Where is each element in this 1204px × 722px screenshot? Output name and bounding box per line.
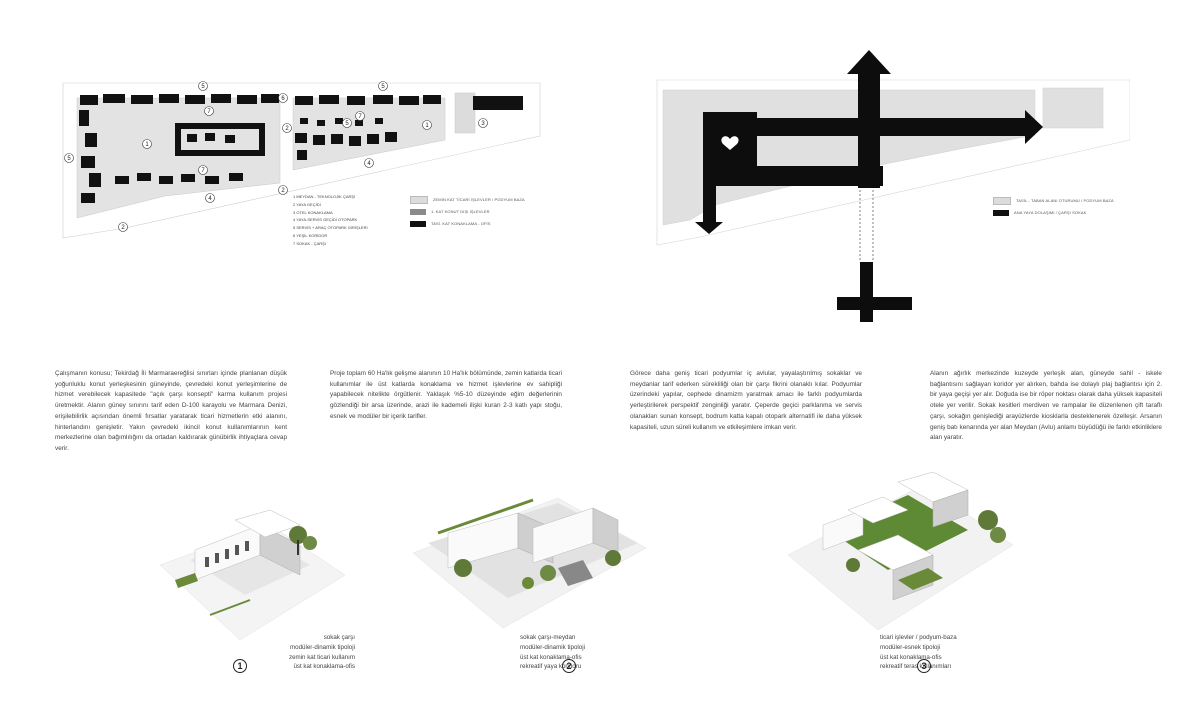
marker-label: 5: [201, 84, 205, 90]
render-3-drawing: [787, 471, 1014, 631]
caption-1: sokak çarşı modüler-dinamik tipoloji zem…: [235, 633, 355, 672]
site-plan: 5 5 5 6 5 1 7 7 7 1 3 4 4 2 2 2: [55, 78, 545, 248]
key-item: 2 YAYA GEÇİDİ: [293, 201, 321, 207]
caption-line: rekreatif yaya koridoru: [520, 663, 582, 671]
caption-line: zemin kat ticari kullanım: [288, 653, 355, 661]
caption-3: ticari işlevler / podyum-baza modüler-es…: [880, 633, 1020, 672]
heart-icon: [721, 136, 739, 150]
legend-label: ZEMİN KAT TİCARİ İŞLEVLER / PODYUM BAZA: [433, 197, 525, 202]
legend-label: TASİ. KAT KONAKLAMA - OFİS: [431, 221, 491, 226]
caption-2: sokak çarşı-meydan modüler-dinamik tipol…: [520, 633, 660, 672]
marker-label: 6: [281, 96, 285, 102]
site-boundary: [656, 79, 1130, 246]
paragraph-1: Çalışmanın konusu; Tekirdağ İli Marmarae…: [55, 370, 287, 452]
legend-swatch: [410, 220, 426, 227]
key-item: 6 YEŞİL KORİDOR: [293, 232, 328, 238]
render-number-2: 2: [562, 659, 576, 673]
paragraph-3: Görece daha geniş ticari podyumlar iç av…: [630, 370, 862, 431]
render-number-3: 3: [917, 659, 931, 673]
concept-legend: TASİL - TABAN ALANI OTURUMU / PODYUM BAZ…: [993, 196, 1153, 221]
concept-drawing: [656, 50, 1130, 322]
render-3: [768, 470, 1018, 635]
marker-label: 7: [201, 168, 205, 174]
paragraph-4: Alanın ağırlık merkezinde kuzeyde yerleş…: [930, 370, 1162, 442]
marker-label: 1: [145, 142, 149, 148]
marker-label: 1: [425, 123, 429, 129]
key-item: 3 OTEL KONAKLAMA: [293, 209, 333, 215]
site-boundary: [62, 82, 541, 239]
paragraph-2: Proje toplam 60 Ha'lık gelişme alanının …: [330, 370, 562, 420]
legend-swatch: [993, 209, 1009, 216]
caption-line: rekreatif teras kullanımları: [880, 663, 952, 671]
circulation-arrows: [695, 50, 1043, 322]
marker-label: 5: [381, 84, 385, 90]
legend-label: TASİL - TABAN ALANI OTURUMU / PODYUM BAZ…: [1016, 198, 1114, 203]
site-plan-key: 1 MEYDAN - TEKNOLOJİK ÇARŞI 2 YAYA GEÇİD…: [293, 193, 403, 248]
marker-label: 2: [121, 225, 125, 231]
caption-line: sokak çarşı-meydan: [520, 634, 576, 641]
caption-line: üst kat konaklama-ofis: [520, 653, 582, 661]
render-1-drawing: [159, 509, 346, 641]
building-blocks: [79, 94, 523, 203]
caption-line: sokak çarşı: [323, 634, 355, 641]
legend-swatch: [993, 196, 1011, 205]
podium-hotel: [454, 92, 476, 134]
marker-label: 4: [208, 196, 212, 202]
legend-row: ANA YAYA DOLAŞIMI / ÇARŞI SOKAK: [993, 209, 1153, 216]
marker-label: 5: [67, 156, 71, 162]
render-2-drawing: [412, 497, 647, 629]
marker-label: 4: [367, 161, 371, 167]
podium-hotel: [1042, 87, 1104, 129]
marker-label: 2: [285, 126, 289, 132]
caption-line: modüler-esnek tipoloji: [880, 643, 941, 651]
legend-row: 1. KAT KONUT DIŞI İŞLEVLER: [410, 208, 570, 215]
marker-label: 5: [345, 121, 349, 127]
render-number-1: 1: [233, 659, 247, 673]
render-1: [150, 495, 350, 645]
legend-swatch: [410, 208, 426, 215]
marker-label: 7: [207, 109, 211, 115]
site-plan-legend: ZEMİN KAT TİCARİ İŞLEVLER / PODYUM BAZA …: [410, 195, 570, 232]
marker-label: 2: [281, 188, 285, 194]
key-item: 4 YAYA-SERVİS GEÇİDİ OTOPARK: [293, 217, 358, 223]
caption-line: modüler-dinamik tipoloji: [290, 643, 355, 651]
legend-label: ANA YAYA DOLAŞIMI / ÇARŞI SOKAK: [1014, 210, 1087, 215]
caption-line: üst kat konaklama-ofis: [293, 663, 355, 671]
marker-label: 7: [358, 114, 362, 120]
legend-row: TASİL - TABAN ALANI OTURUMU / PODYUM BAZ…: [993, 196, 1153, 205]
marker-label: 3: [481, 121, 485, 127]
legend-swatch: [410, 195, 428, 204]
legend-row: TASİ. KAT KONAKLAMA - OFİS: [410, 220, 570, 227]
caption-line: modüler-dinamik tipoloji: [520, 643, 585, 651]
caption-line: üst kat konaklama-ofis: [880, 653, 942, 661]
legend-label: 1. KAT KONUT DIŞI İŞLEVLER: [431, 209, 490, 214]
render-2: [408, 488, 650, 638]
key-item: 7 SOKAK - ÇARŞI: [293, 240, 326, 246]
key-item: 5 SERVİS + ARAÇ OTOPARK GİRİŞLERİ: [293, 225, 368, 231]
site-plan-drawing: 5 5 5 6 5 1 7 7 7 1 3 4 4 2 2 2: [62, 81, 541, 239]
caption-line: ticari işlevler / podyum-baza: [880, 634, 957, 641]
concept-diagram: [655, 40, 1130, 330]
podium-west: [76, 97, 281, 219]
legend-row: ZEMİN KAT TİCARİ İŞLEVLER / PODYUM BAZA: [410, 195, 570, 204]
key-item: 1 MEYDAN - TEKNOLOJİK ÇARŞI: [293, 194, 356, 199]
